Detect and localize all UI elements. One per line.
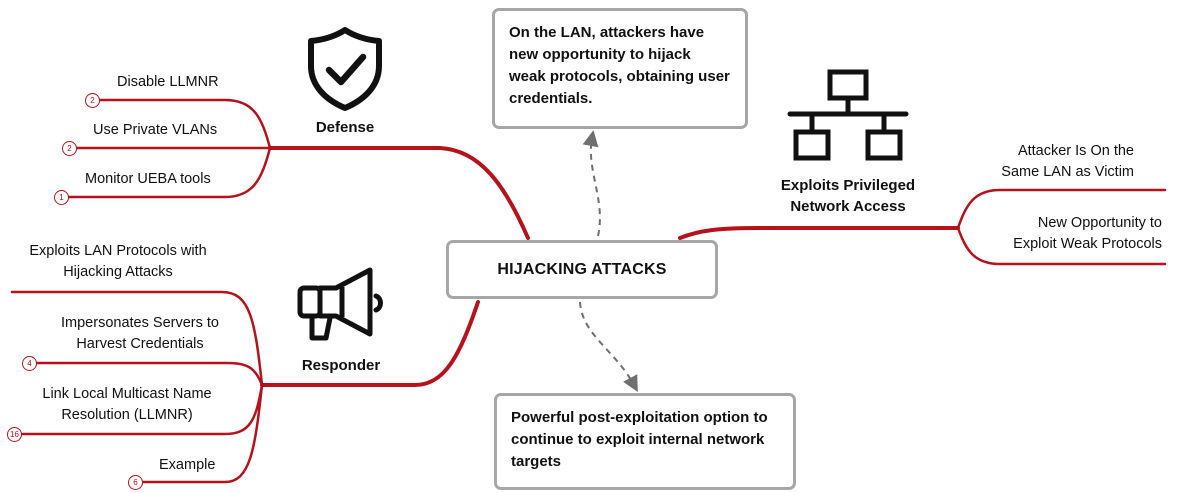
branch-defense-item-1 xyxy=(90,98,272,150)
responder-item-1-line-1: Exploits LAN Protocols with xyxy=(29,243,207,259)
responder-item-4-line-1: Example xyxy=(159,457,216,473)
defense-item-2-count[interactable]: 2 xyxy=(62,141,77,156)
branch-network-item-1 xyxy=(956,188,1167,230)
note-bottom[interactable]: Powerful post-exploitation option to con… xyxy=(494,393,796,490)
branch-defense xyxy=(268,146,530,240)
category-defense[interactable]: Defense xyxy=(315,119,375,136)
defense-item-2[interactable]: Use Private VLANs xyxy=(93,122,218,138)
shield-check-icon xyxy=(308,27,382,111)
responder-item-3[interactable]: Link Local Multicast Name Resolution (LL… xyxy=(27,384,227,426)
note-bottom-text: Powerful post-exploitation option to con… xyxy=(511,409,768,470)
responder-item-3-line-2: Resolution (LLMNR) xyxy=(61,407,193,423)
category-network[interactable]: Exploits Privileged Network Access xyxy=(758,175,938,217)
responder-item-2-line-2: Harvest Credentials xyxy=(76,336,204,352)
responder-item-2-count[interactable]: 4 xyxy=(22,356,37,371)
dashed-arrow-bottom xyxy=(579,301,638,393)
responder-item-3-line-1: Link Local Multicast Name xyxy=(42,386,212,402)
network-icon xyxy=(787,69,909,161)
responder-item-1-line-2: Hijacking Attacks xyxy=(63,264,173,280)
branch-responder-item-4 xyxy=(138,383,264,484)
responder-item-4[interactable]: Example xyxy=(159,455,215,476)
branch-responder xyxy=(260,300,480,387)
network-item-2-line-1: New Opportunity to xyxy=(1037,215,1162,231)
category-responder[interactable]: Responder xyxy=(301,357,381,374)
responder-item-4-count[interactable]: 6 xyxy=(128,475,143,490)
responder-item-2[interactable]: Impersonates Servers to Harvest Credenti… xyxy=(40,313,240,355)
responder-item-1[interactable]: Exploits LAN Protocols with Hijacking At… xyxy=(18,241,218,283)
branch-responder-item-1 xyxy=(10,290,264,387)
network-item-1-line-1: Attacker Is On the xyxy=(1017,143,1134,159)
network-item-1-line-2: Same LAN as Victim xyxy=(1001,164,1134,180)
defense-item-1-count[interactable]: 2 xyxy=(85,93,100,108)
dashed-arrow-top xyxy=(582,130,601,237)
branch-defense-item-3 xyxy=(60,146,272,199)
defense-item-1[interactable]: Disable LLMNR xyxy=(117,74,219,90)
megaphone-icon xyxy=(297,267,383,341)
branch-network-item-2 xyxy=(956,226,1167,266)
category-network-line-2: Network Access xyxy=(790,198,906,215)
note-top[interactable]: On the LAN, attackers have new opportuni… xyxy=(492,8,748,129)
note-top-text: On the LAN, attackers have new opportuni… xyxy=(509,24,730,107)
network-item-2-line-2: Exploit Weak Protocols xyxy=(1013,236,1162,252)
branch-responder-item-2 xyxy=(28,361,264,387)
defense-item-3-count[interactable]: 1 xyxy=(54,190,69,205)
network-item-1[interactable]: Attacker Is On the Same LAN as Victim xyxy=(960,141,1134,183)
responder-item-3-count[interactable]: 16 xyxy=(7,427,22,442)
network-item-2[interactable]: New Opportunity to Exploit Weak Protocol… xyxy=(968,213,1162,255)
category-network-line-1: Exploits Privileged xyxy=(780,177,916,194)
responder-item-2-line-1: Impersonates Servers to xyxy=(61,315,219,331)
branch-network xyxy=(678,226,960,240)
central-topic-label: HIJACKING ATTACKS xyxy=(497,260,667,278)
defense-item-3[interactable]: Monitor UEBA tools xyxy=(85,171,211,187)
central-topic[interactable]: HIJACKING ATTACKS xyxy=(446,240,718,299)
